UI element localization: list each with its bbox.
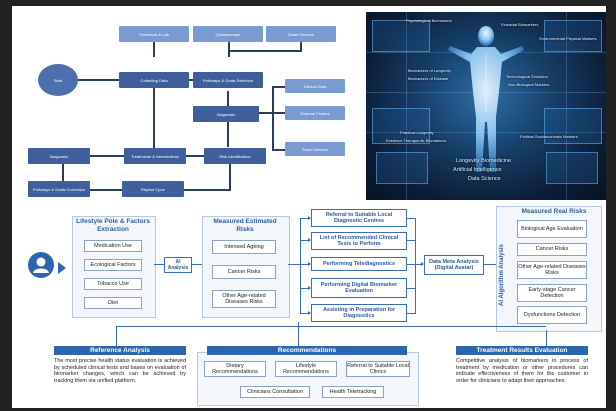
recommendation-item: Referral to Suitable Local Clinics <box>346 361 410 377</box>
fc-clinical-data: Clinical Data <box>285 79 345 93</box>
fc-smart-devices-2: Smart Devices <box>285 142 345 156</box>
ai-algorithm-analysis-label: AI Algorithm Analysis <box>499 244 505 306</box>
biomarkers-body-illustration: Psychological Biomarkers Financial Bioma… <box>366 12 606 200</box>
real-risk-item: Dysfunctions Detection <box>517 306 587 324</box>
lifestyle-title: Lifestyle Pole & Factors Extraction <box>76 218 150 233</box>
lifestyle-item: Medication Use <box>84 240 142 252</box>
label-practical-longevity: Practical Longevity <box>400 130 434 135</box>
human-body-icon <box>448 26 524 172</box>
treatment-results-text: Competitive analysis of biomarkers in pr… <box>456 358 588 384</box>
label-artificial-intelligence: Artificial Intelligence <box>453 167 502 173</box>
lifestyle-item: Diet <box>84 297 142 309</box>
label-environmental-physical-markers: Environmental Physical Markers <box>539 36 597 41</box>
fc-external-factors: External Factors <box>285 106 345 120</box>
infographic-page: Preclinical & Lab Questionnaire Smart De… <box>12 6 606 408</box>
label-biomarkers-of-longevity: Biomarkers of Longevity <box>408 68 451 73</box>
label-technological-evolution: Technological Evolution <box>506 74 548 79</box>
fc-diagnostic-mid: Diagnostic <box>193 106 259 122</box>
center-step: List of Recommended Clinical Tests to Pe… <box>311 232 407 250</box>
center-step: Performing Telediagnostics <box>311 257 407 271</box>
fc-risk-identification: Risk Identification <box>204 148 266 164</box>
user-avatar-icon <box>28 252 54 278</box>
estimated-risk-item: Intensed Ageing <box>212 240 276 254</box>
fc-pathways-goals-selection: Pathways & Goals Selection <box>193 72 263 88</box>
real-risk-item: Early-stage Cancer Detection <box>517 284 587 302</box>
label-political-socioeconomic-markers: Political Socioeconomic Markers <box>520 134 578 139</box>
fc-diagnostic-left: Diagnostic <box>28 148 90 164</box>
label-evidence-therapeutic-biomarkers: Evidence Therapeutic Biomarkers <box>386 138 446 143</box>
data-meta-analysis-box: Data Meta Analysis (Digital Avatar) <box>424 255 484 275</box>
label-psychological-biomarkers: Psychological Biomarkers <box>406 18 452 23</box>
label-data-science: Data Science <box>468 176 501 182</box>
fc-smart-devices: Smart Devices <box>266 26 336 42</box>
avatar-arrow <box>58 262 66 274</box>
fc-preclinical-lab: Preclinical & Lab <box>119 26 189 42</box>
center-step: Assisting in Preparation for Diagnostics <box>311 304 407 322</box>
estimated-risk-item: Cancer Risks <box>212 265 276 279</box>
treatment-results-header: Treatment Results Evaluation <box>456 346 588 355</box>
estimated-risk-item: Other Age-related Diseases Risks <box>212 290 276 308</box>
fc-collecting-data: Collecting Data <box>119 72 189 88</box>
reference-analysis-header: Reference Analysis <box>54 346 186 355</box>
recommendation-item: Dietary Recommendations <box>204 361 266 377</box>
label-financial-biomarkers: Financial Biomarkers <box>501 22 539 27</box>
label-longevity-biomedicine: Longevity Biomedicine <box>456 158 512 164</box>
real-risk-item: Cancer Risks <box>517 243 587 256</box>
reference-analysis-text: The most precise health status evaluatio… <box>54 358 186 384</box>
center-step: Performing Digital Biomarker Evaluation <box>311 278 407 298</box>
lifestyle-item: Tobacco Use <box>84 278 142 290</box>
measured-estimated-title: Measured Estimated Risks <box>213 218 277 233</box>
recommendation-item: Lifestyle Recommendations <box>275 361 337 377</box>
recommendation-item: Clinicians Consultation <box>240 386 310 398</box>
ai-analysis-box: AI Analysis <box>164 257 192 273</box>
center-step: Referral to Suitable Local Diagnostic Ce… <box>311 209 407 227</box>
flowchart: Preclinical & Lab Questionnaire Smart De… <box>20 12 356 200</box>
real-risk-item: Biological Age Evaluation <box>517 220 587 238</box>
fc-pathways-goals-correction: Pathways & Goals Correction <box>28 181 90 197</box>
label-biomarkers-of-disease: Biomarkers of Disease <box>408 76 449 81</box>
recommendation-item: Health Teletracking <box>322 386 384 398</box>
fc-repeat-cycle: Repeat Cycle <box>122 181 184 197</box>
real-risk-item: Other Age-related Diseases Risks <box>517 261 587 279</box>
fc-questionnaire: Questionnaire <box>193 26 263 42</box>
measured-real-title: Measured Real Risks <box>521 208 587 215</box>
lifestyle-item: Ecological Factors <box>84 259 142 271</box>
fc-start: Start <box>38 64 78 96</box>
label-non-biological-markers: Non-Biological Markers <box>508 82 550 87</box>
fc-treatments-interventions: Treatments & Interventions <box>124 148 186 164</box>
recommendations-header: Recommendations <box>207 346 407 355</box>
